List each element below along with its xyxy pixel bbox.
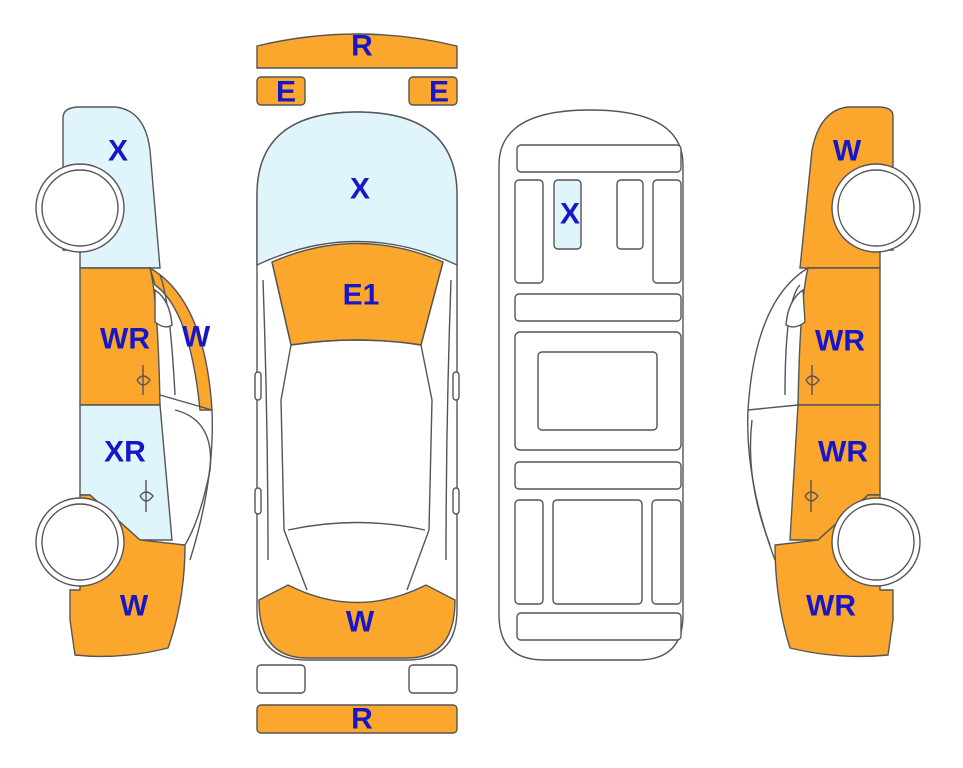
left-front-fender-label: X xyxy=(108,135,128,168)
front-bumper-panel[interactable] xyxy=(256,33,458,69)
top-hood-label: E1 xyxy=(343,279,380,312)
right-front-fender-label: W xyxy=(833,135,862,168)
rear-bumper-panel[interactable] xyxy=(256,704,458,734)
interior-view: X xyxy=(498,109,684,661)
right-rear-wheel xyxy=(831,497,921,587)
right-front-wheel xyxy=(831,163,921,253)
left-a-pillar-label: W xyxy=(182,321,211,354)
left-a-pillar-panel[interactable] xyxy=(148,266,213,411)
rear-light-left[interactable] xyxy=(256,664,306,694)
top-trunk-label: W xyxy=(346,606,375,639)
rear-bumper-label: R xyxy=(351,703,373,736)
top-windshield-panel[interactable] xyxy=(256,111,458,267)
left-front-door-label: WR xyxy=(100,323,150,356)
interior-part-panel[interactable] xyxy=(553,179,582,250)
interior-part-label: X xyxy=(560,198,580,231)
top-windshield-label: X xyxy=(350,173,370,206)
top-trunk-panel[interactable] xyxy=(258,584,456,659)
rear-light-right[interactable] xyxy=(408,664,458,694)
right-rear-quarter-label: WR xyxy=(806,590,856,623)
right-side-car: W WR WR WR xyxy=(747,106,921,658)
right-front-door-label: WR xyxy=(815,325,865,358)
headlight-right-panel[interactable] xyxy=(408,76,458,106)
headlight-left-label: E xyxy=(276,76,296,109)
headlight-left-panel[interactable] xyxy=(256,76,306,106)
front-bumper-label: R xyxy=(351,30,373,63)
left-rear-wheel xyxy=(35,497,125,587)
left-rear-quarter-label: W xyxy=(120,590,149,623)
top-view-car: X E1 W xyxy=(254,111,460,661)
right-rear-door-label: WR xyxy=(818,436,868,469)
left-rear-door-label: XR xyxy=(104,436,146,469)
left-side-car: X WR W XR W xyxy=(35,106,213,658)
headlight-right-label: E xyxy=(429,76,449,109)
left-front-wheel xyxy=(35,163,125,253)
